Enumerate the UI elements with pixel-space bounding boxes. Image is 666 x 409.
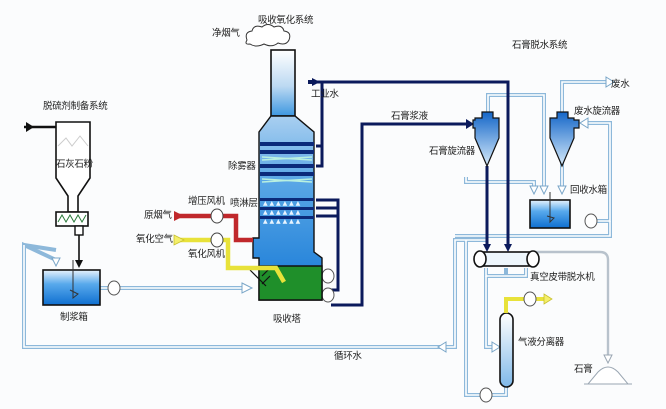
absorber-sump: [258, 265, 323, 301]
slurry-tank: [42, 260, 101, 306]
industrial-water-down-arrow: [504, 244, 512, 252]
label-limestone-powder: 石灰石粉: [56, 159, 93, 170]
slurry-pipes: [312, 80, 510, 307]
system-label-absorption: 吸收氧化系统: [258, 15, 314, 26]
label-recovery-tank: 回收水箱: [570, 185, 607, 196]
vacuum-exhaust-arrow: [543, 293, 553, 305]
svg-text:▲ ▲ ▲ ▲ ▲ ▲: ▲ ▲ ▲ ▲ ▲ ▲: [263, 218, 301, 225]
svg-text:▲ ▲ ▲ ▲ ▲ ▲: ▲ ▲ ▲ ▲ ▲ ▲: [263, 209, 301, 216]
oxidation-fan-icon: [210, 232, 224, 248]
cyclone-underflow-arrow: [483, 244, 491, 252]
label-slurry-tank: 制浆箱: [60, 312, 88, 323]
label-waste-water-cyclone: 废水旋流器: [574, 106, 621, 117]
label-gypsum: 石膏: [574, 364, 593, 375]
slurry-arrow: [466, 119, 474, 129]
label-oxidation-air: 氧化空气: [136, 234, 173, 245]
label-mist-eliminator: 除雾器: [228, 161, 256, 172]
label-absorber: 吸收塔: [273, 314, 301, 325]
fans: [210, 208, 224, 248]
filtrate-pump: [479, 387, 493, 403]
flue-gas-arrow: [174, 211, 184, 221]
system-label-desulfurizer: 脱硫剂制备系统: [43, 101, 108, 112]
air-arrow: [173, 234, 185, 246]
svg-text:▲ ▲ ▲ ▲ ▲ ▲: ▲ ▲ ▲ ▲ ▲ ▲: [263, 200, 301, 207]
booster-fan-icon: [210, 208, 224, 224]
label-oxidation-fan: 氧化风机: [188, 249, 225, 260]
gypsum-discharge-line: [535, 250, 610, 355]
absorber-tower: ▲ ▲ ▲ ▲ ▲ ▲ ▲ ▲ ▲ ▲ ▲ ▲ ▲ ▲ ▲ ▲ ▲ ▲: [249, 49, 323, 301]
water-arrowheads: [51, 76, 615, 353]
circulating-water-pipes: [22, 80, 612, 397]
label-booster-fan: 增压风机: [188, 196, 225, 207]
gypsum-pile: [586, 366, 630, 385]
recovery-tank: [529, 192, 571, 229]
vacuum-belt-filter: [473, 250, 540, 268]
gypsum-arrow: [603, 354, 613, 365]
gas-liquid-separator: [499, 312, 514, 388]
stack: [270, 49, 296, 117]
label-clean-flue-gas: 净烟气: [212, 28, 240, 39]
label-raw-flue-gas: 原烟气: [144, 210, 172, 221]
slurry-feed-pump: [107, 280, 121, 296]
circulation-pumps: [321, 268, 335, 303]
industrial-water-inlet: [308, 80, 314, 84]
label-gypsum-cyclone: 石膏旋流器: [429, 146, 476, 157]
label-gas-liquid-separator: 气液分离器: [518, 337, 565, 348]
waste-water-cyclone: [549, 111, 580, 168]
gypsum-cyclone: [472, 111, 500, 168]
system-label-gypsum-dewatering: 石膏脱水系统: [512, 40, 568, 51]
spray-layers: ▲ ▲ ▲ ▲ ▲ ▲ ▲ ▲ ▲ ▲ ▲ ▲ ▲ ▲ ▲ ▲ ▲ ▲: [260, 198, 314, 225]
label-spray-layer: 喷淋层: [230, 198, 258, 209]
recovery-pump: [584, 213, 598, 229]
label-industrial-water: 工业水: [311, 89, 339, 100]
clean-gas-cloud: [245, 24, 291, 47]
limestone-silo: [24, 121, 91, 268]
label-circulating-water: 循环水: [334, 351, 362, 362]
label-vacuum-belt-filter: 真空皮带脱水机: [530, 272, 595, 283]
raw-flue-gas-pipe: [178, 213, 253, 243]
label-gypsum-slurry: 石膏浆液: [391, 111, 428, 122]
mist-eliminator-layers: [260, 142, 314, 183]
vacuum-pump: [523, 291, 537, 307]
label-waste-water: 废水: [611, 79, 630, 90]
